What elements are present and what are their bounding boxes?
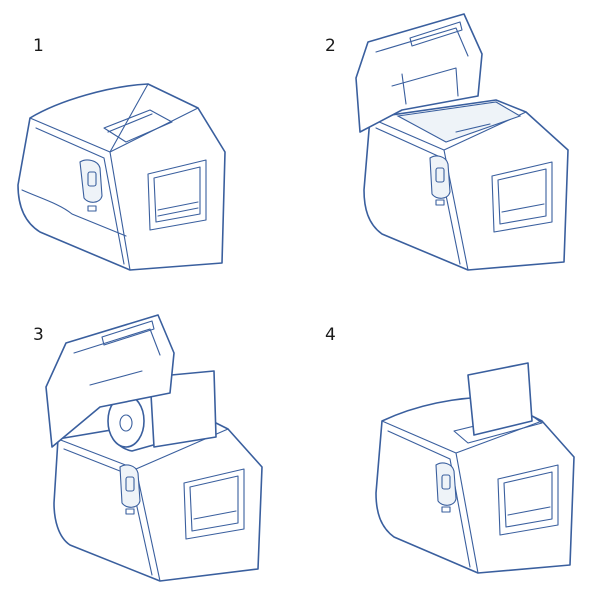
front-connector-window xyxy=(183,468,245,540)
paper-compartment xyxy=(396,101,522,143)
open-lid xyxy=(45,314,175,448)
paper-sheet xyxy=(467,362,533,436)
step-1-number: 1 xyxy=(33,36,44,56)
printer-closed-illustration xyxy=(17,83,226,271)
open-lid xyxy=(355,13,483,133)
front-connector-window xyxy=(491,161,553,233)
status-panel xyxy=(79,159,103,212)
printer-body xyxy=(17,83,226,271)
printer-paper-loaded-illustration xyxy=(45,314,263,582)
printer-body xyxy=(53,414,263,582)
front-connector-window xyxy=(147,159,207,231)
status-panel xyxy=(119,464,141,515)
step-3-number: 3 xyxy=(33,325,44,345)
step-4-number: 4 xyxy=(325,325,336,345)
front-connector-window xyxy=(497,464,559,536)
step-2-number: 2 xyxy=(325,36,336,56)
printer-body xyxy=(375,396,575,574)
printer-closed-with-paper-illustration xyxy=(375,362,575,574)
status-panel xyxy=(435,462,457,513)
printer-open-illustration xyxy=(355,13,569,271)
status-panel xyxy=(429,155,451,206)
paper-cover-slot xyxy=(103,109,173,143)
